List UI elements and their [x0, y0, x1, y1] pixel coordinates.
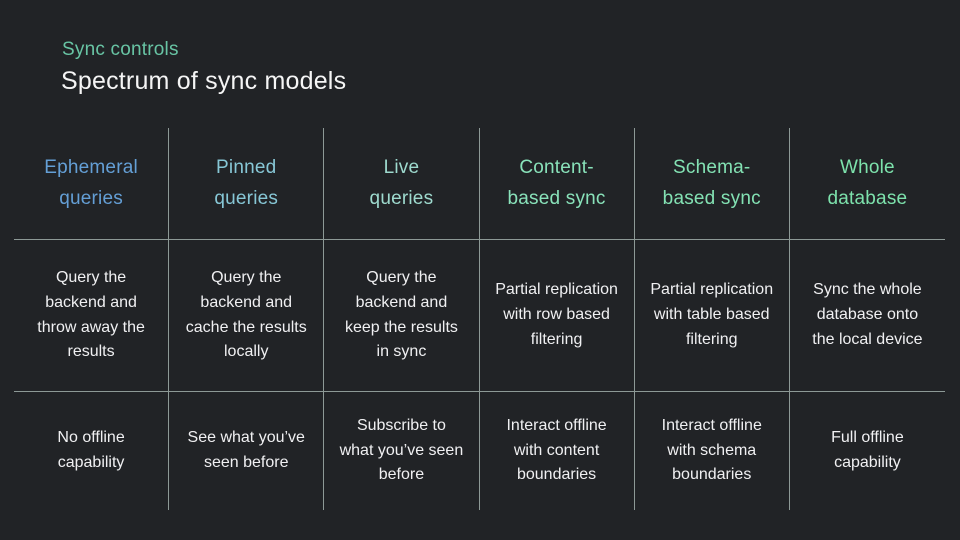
offline-cell-ephemeral-queries: No offline capability	[14, 391, 170, 510]
header-cell-live-queries: Live queries	[324, 128, 480, 239]
offline-cell-pinned-queries: See what you’ve seen before	[169, 391, 325, 510]
description-cell-live-queries: Query the backend and keep the results i…	[324, 239, 480, 391]
description-cell-whole-database: Sync the whole database onto the local d…	[789, 239, 945, 391]
sync-models-table: Ephemeral queries Pinned queries Live qu…	[14, 128, 945, 510]
header-cell-whole-database: Whole database	[827, 157, 908, 209]
offline-cell-schema-based-sync: Interact offline with schema boundaries	[634, 391, 790, 510]
description-cell-content-based-sync: Partial replication with row based filte…	[479, 239, 635, 391]
description-cell-schema-based-sync: Partial replication with table based fil…	[634, 239, 790, 391]
offline-cell-content-based-sync: Interact offline with content boundaries	[479, 391, 635, 510]
description-cell-ephemeral-queries: Query the backend and throw away the res…	[14, 239, 170, 391]
header-cell-pinned-queries: Pinned queries	[169, 128, 325, 239]
header-cell-ephemeral-queries: Ephemeral queries	[14, 128, 170, 239]
slide-kicker: Sync controls	[62, 39, 179, 60]
header-cell-schema-based-sync: Schema- based sync	[635, 128, 790, 239]
description-cell-pinned-queries: Query the backend and cache the results …	[169, 239, 325, 391]
page-title: Spectrum of sync models	[61, 67, 347, 95]
offline-cell-live-queries: Subscribe to what you’ve seen before	[324, 391, 480, 510]
header-cell-content-based-sync: Content- based sync	[480, 128, 635, 239]
offline-cell-whole-database: Full offline capability	[789, 391, 945, 510]
